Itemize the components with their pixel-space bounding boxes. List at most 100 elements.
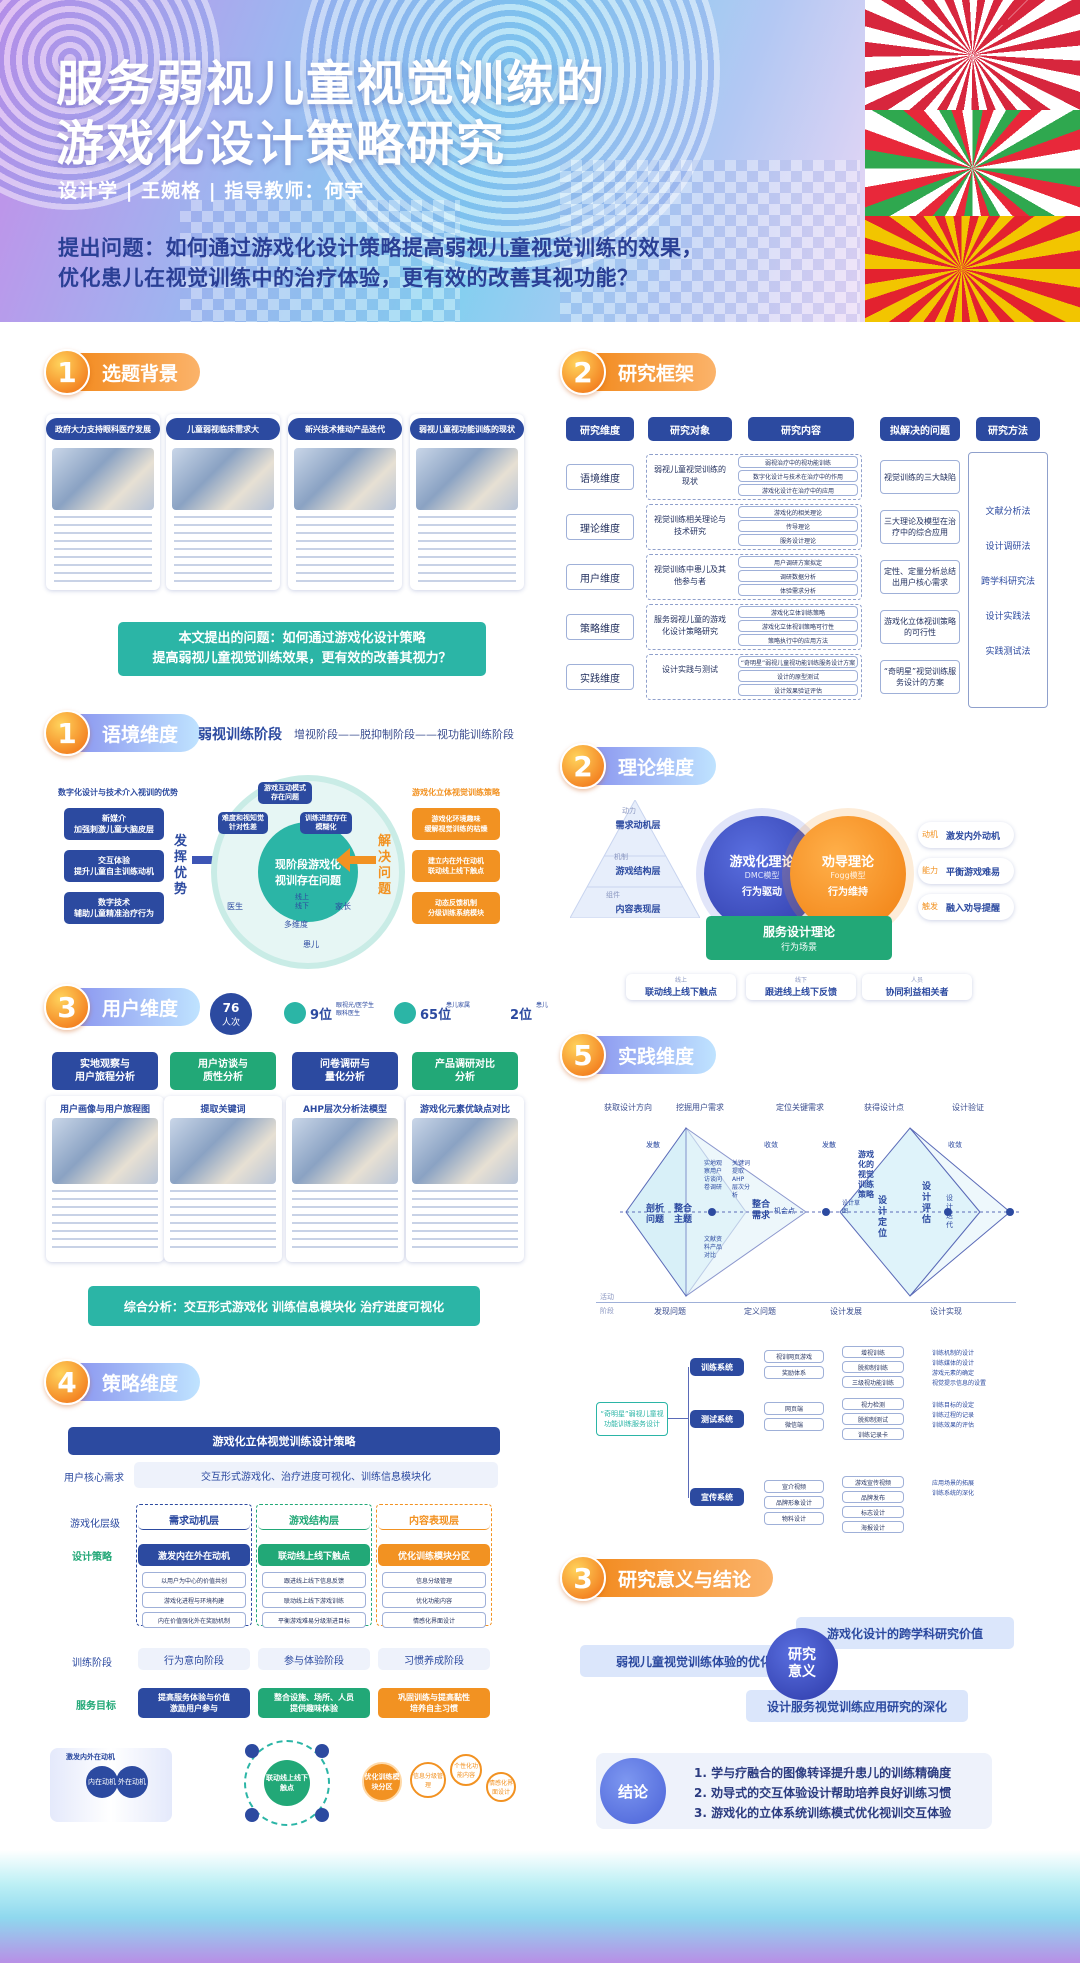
framework-row xyxy=(646,454,862,500)
scenario-item xyxy=(862,974,972,1000)
advantage-arrow-label: 发挥优势 xyxy=(174,834,188,897)
research-method: 跨学科研究法 xyxy=(980,577,1035,587)
phase-top-label: 获取设计方向 xyxy=(604,1103,652,1112)
strategy-detail: 优化功能内容 xyxy=(382,1592,486,1608)
scenario-item xyxy=(626,974,736,1000)
context-card-image xyxy=(416,448,518,510)
tree-child: 视训网页游戏 xyxy=(764,1350,824,1363)
strategy-name: 激发内在外在动机 xyxy=(138,1544,250,1566)
section-label: 用户维度 xyxy=(72,988,201,1026)
touchpoint-node xyxy=(315,1808,329,1822)
strategy-detail: 平衡游戏难易分级渐进目标 xyxy=(262,1612,366,1628)
pyramid-layer: 内容表现层 xyxy=(615,905,661,915)
strategy-item: 建立内在外在动机 联动线上线下触点 xyxy=(412,850,500,882)
strategy-detail: 内在价值强化外在奖励机制 xyxy=(142,1612,246,1628)
section-label: 研究意义与结论 xyxy=(588,1559,774,1597)
tree-branch: 测试系统 xyxy=(690,1410,744,1428)
problem-statement: 本文提出的问题：如何通过游戏化设计策略 提高弱视儿童视觉训练效果，更有效的改善其… xyxy=(118,622,486,676)
section-number: 5 xyxy=(560,1032,606,1078)
touchpoint-ring xyxy=(244,1740,330,1826)
strategy-item: 游戏化环境趣味 缓解视觉训练的枯燥 xyxy=(412,808,500,840)
motive-item xyxy=(918,894,1014,920)
section-label: 研究框架 xyxy=(588,353,717,391)
optical-illusion-green xyxy=(865,110,1080,216)
tree-leaf: 视力检测 xyxy=(842,1398,904,1410)
module-center: 优化训练模块分区 xyxy=(362,1762,402,1802)
diamond-text: 整合需求 xyxy=(752,1200,771,1221)
intrinsic-motive: 内在动机 xyxy=(86,1766,118,1798)
scenario-text: 协同利益相关者 xyxy=(885,988,949,998)
diamond-dot-label: 机会点 xyxy=(774,1207,795,1215)
framework-content: 游戏化设计在治疗中的应用 xyxy=(738,484,858,496)
scenario-tag: 线下 xyxy=(794,977,807,984)
user-summary: 综合分析：交互形式游戏化 训练信息模块化 治疗进度可视化 xyxy=(88,1286,480,1326)
section-label: 语境维度 xyxy=(72,714,201,752)
research-card-image xyxy=(52,1118,158,1184)
tree-note: 训练目标的设定 xyxy=(932,1402,975,1409)
framework-row xyxy=(646,654,862,700)
framework-content: 弱视治疗中的视功能训练 xyxy=(738,456,858,468)
tree-root: “奇明星”弱视儿童视功能训练服务设计 xyxy=(596,1402,668,1436)
section-badge-framework: 2 研究框架 xyxy=(560,349,717,395)
theory-model: DMC模型 xyxy=(744,870,780,880)
framework-content: 游戏化立体视训策略可行性 xyxy=(738,620,858,632)
framework-header: 研究内容 xyxy=(748,417,854,441)
framework-problem: “奇明星”视觉训练服务设计的方案 xyxy=(880,660,960,694)
phase-bottom-label: 发现问题 xyxy=(654,1307,686,1316)
theory-role: 行为维持 xyxy=(828,886,868,898)
section-label: 策略维度 xyxy=(72,1363,201,1401)
phase-top-label: 挖掘用户需求 xyxy=(676,1103,724,1112)
ring-label: 医生 xyxy=(227,902,243,911)
page-title-line1: 服务弱视儿童视觉训练的 xyxy=(56,56,607,112)
byline: 设计学 | 王婉格 | 指导教师：何宇 xyxy=(58,180,365,202)
section-number: 1 xyxy=(44,710,90,756)
theory-model: Fogg模型 xyxy=(830,870,866,880)
page-title-line2: 游戏化设计策略研究 xyxy=(56,116,507,172)
method-step: 产品调研对比 分析 xyxy=(412,1052,518,1090)
meaning-center: 研究 意义 xyxy=(766,1628,838,1700)
tree-child: 奖励体系 xyxy=(764,1366,824,1379)
section-badge-background: 1 选题背景 xyxy=(44,349,201,395)
section-number: 2 xyxy=(560,743,606,789)
problem-line1: 本文提出的问题：如何通过游戏化设计策略 xyxy=(178,631,426,646)
diamond-text: 设计评估 xyxy=(922,1182,932,1225)
method-step: 问卷调研与 量化分析 xyxy=(292,1052,398,1090)
strategy-detail: 情感化界面设计 xyxy=(382,1612,486,1628)
motive-item xyxy=(918,822,1014,848)
method-step: 实地观察与 用户旅程分析 xyxy=(52,1052,158,1090)
framework-problem: 定性、定量分析总结出用户核心需求 xyxy=(880,560,960,594)
problem-center: 现阶段游戏化 视训存在问题 xyxy=(258,822,358,922)
diamond-text: 文献资料产品对比 xyxy=(704,1236,723,1259)
diamond-arrow-label: 收敛 xyxy=(948,1141,962,1149)
advantages-title: 数字化设计与技术介入视训的优势 xyxy=(58,788,178,797)
service-goal: 整合设施、场所、人员 提供趣味体验 xyxy=(258,1688,370,1718)
scenario-item xyxy=(746,974,856,1000)
tree-leaf: 脱抑制训练 xyxy=(842,1361,904,1373)
service-goal: 巩固训练与提高黏性 培养自主习惯 xyxy=(378,1688,490,1718)
motive-text: 融入劝导提醒 xyxy=(946,904,1001,914)
framework-object: 弱视儿童视觉训练的现状 xyxy=(654,465,726,486)
framework-content: 游戏化的相关理论 xyxy=(738,506,858,518)
phase-divider xyxy=(596,1302,1016,1303)
context-card-text xyxy=(418,516,516,582)
context-card-image xyxy=(52,448,154,510)
pyramid-tag: 机制 xyxy=(614,853,628,861)
research-card-chart xyxy=(412,1190,518,1254)
section-badge-theory: 2 理论维度 xyxy=(560,743,717,789)
pyramid-tag: 动力 xyxy=(622,807,636,815)
pyramid-diagram xyxy=(570,800,700,918)
motive-text: 平衡游戏难易 xyxy=(946,868,1001,878)
person-icon xyxy=(394,1002,416,1024)
layer-name: 内容表现层 xyxy=(378,1510,490,1530)
theory-title: 游戏化理论 xyxy=(729,854,795,870)
motive-text: 激发内外动机 xyxy=(946,832,1001,842)
section-number: 3 xyxy=(560,1555,606,1601)
theory-role: 行为驱动 xyxy=(742,886,782,898)
problem-line2: 提高弱视儿童视觉训练效果，更有效的改善其视力？ xyxy=(152,651,452,666)
tree-leaf: 标志设计 xyxy=(842,1506,904,1518)
tree-branch: 训练系统 xyxy=(690,1358,744,1376)
extrinsic-motive: 外在动机 xyxy=(116,1766,148,1798)
section-label: 理论维度 xyxy=(588,747,717,785)
section-number: 3 xyxy=(44,984,90,1030)
framework-content: 游戏化立体训练策略 xyxy=(738,606,858,618)
